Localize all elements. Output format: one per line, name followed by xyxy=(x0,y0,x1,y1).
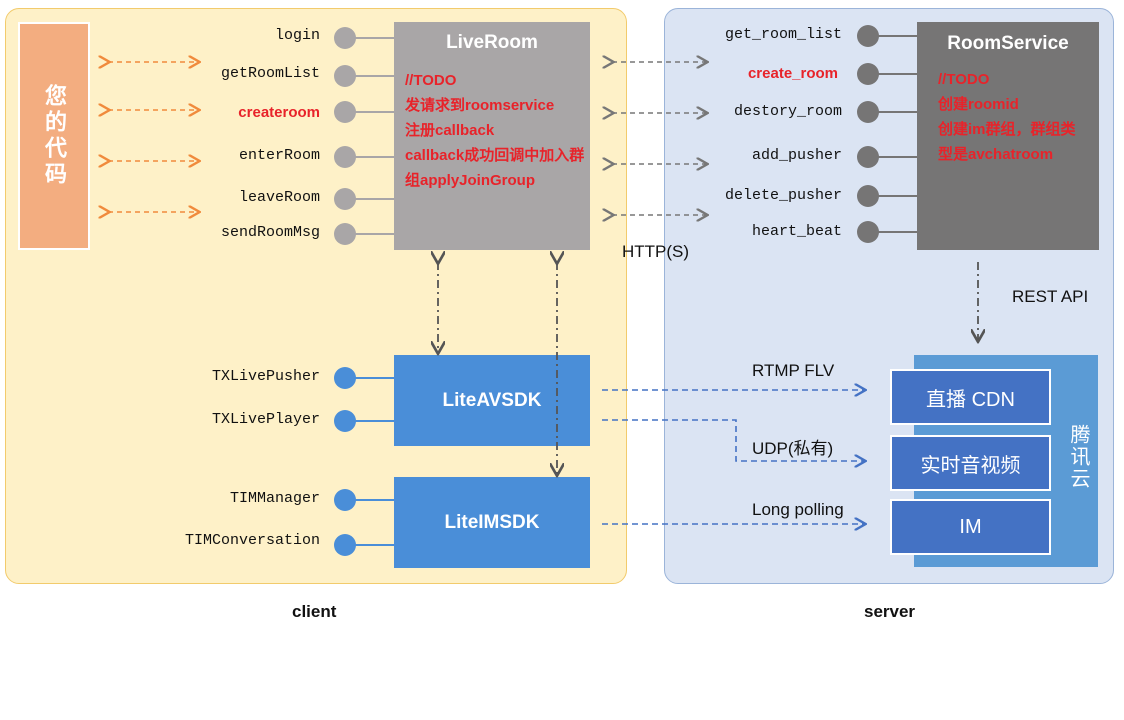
cloud-arrows xyxy=(602,390,864,524)
connector xyxy=(877,111,917,113)
connector xyxy=(877,195,917,197)
method-get-room-list: get_room_list xyxy=(724,26,842,43)
connector xyxy=(877,35,917,37)
liveroom-todo-line: 发请求到roomservice xyxy=(405,97,555,114)
liteimsdk-box: LiteIMSDK xyxy=(394,477,590,568)
port-dot xyxy=(334,65,356,87)
connector xyxy=(354,420,394,422)
method-createroom: createroom xyxy=(238,104,320,121)
connector xyxy=(877,156,917,158)
connector xyxy=(354,198,394,200)
rest-api-label: REST API xyxy=(1012,287,1089,306)
roomservice-todo-line: 创建roomid xyxy=(938,96,1019,113)
method-enterroom: enterRoom xyxy=(238,147,320,164)
liveroom-todo-line: 注册callback xyxy=(405,122,495,139)
roomservice-todo-line: 创建im群组，群组类 xyxy=(938,121,1076,138)
method-txliveplayer: TXLivePlayer xyxy=(211,411,320,428)
connector xyxy=(354,544,394,546)
method-txlivepusher: TXLivePusher xyxy=(211,368,320,385)
roomservice-box: RoomService //TODO 创建roomid 创建im群组，群组类 型… xyxy=(917,22,1099,250)
roomservice-title: RoomService xyxy=(947,33,1069,54)
port-dot xyxy=(334,534,356,556)
http-label: HTTP(S) xyxy=(622,242,690,261)
method-destory-room: destory_room xyxy=(733,103,842,120)
long-polling-label: Long polling xyxy=(752,500,844,519)
port-dot xyxy=(334,223,356,245)
method-leaveroom: leaveRoom xyxy=(238,189,320,206)
connector xyxy=(354,111,394,113)
port-dot xyxy=(857,25,879,47)
connector xyxy=(354,37,394,39)
port-dot xyxy=(857,63,879,85)
liveroom-todo-line: callback成功回调中加入群 xyxy=(405,147,585,164)
orange-arrows xyxy=(108,62,198,212)
client-label: client xyxy=(292,602,337,621)
connector xyxy=(877,73,917,75)
rtmp-label: RTMP FLV xyxy=(752,361,835,380)
liveroom-todo-line: 组applyJoinGroup xyxy=(405,172,536,189)
sdk-arrows xyxy=(438,262,557,474)
cloud-trtc: 实时音视频 xyxy=(890,435,1051,491)
connector xyxy=(354,499,394,501)
port-dot xyxy=(857,146,879,168)
method-create-room: create_room xyxy=(747,65,838,82)
connector xyxy=(354,156,394,158)
method-login: login xyxy=(274,27,320,44)
connector xyxy=(354,377,394,379)
roomservice-todo-line: 型是avchatroom xyxy=(938,146,1054,163)
port-dot xyxy=(334,410,356,432)
cloud-im: IM xyxy=(890,499,1051,555)
liveroom-title: LiveRoom xyxy=(446,32,538,53)
tencent-cloud-label: 腾讯云 xyxy=(1067,424,1089,490)
method-add-pusher: add_pusher xyxy=(751,147,842,164)
port-dot xyxy=(334,101,356,123)
method-delete-pusher: delete_pusher xyxy=(724,187,842,204)
http-arrows xyxy=(612,62,706,215)
server-label: server xyxy=(864,602,916,621)
your-code-box: 您的代码 xyxy=(18,22,90,250)
connector xyxy=(354,233,394,235)
port-dot xyxy=(857,221,879,243)
liveroom-box: LiveRoom //TODO 发请求到roomservice 注册callba… xyxy=(394,22,590,250)
udp-label: UDP(私有) xyxy=(752,439,834,458)
roomservice-todo-line: //TODO xyxy=(938,71,990,88)
port-dot xyxy=(334,367,356,389)
port-dot xyxy=(857,185,879,207)
cloud-live-cdn: 直播 CDN xyxy=(890,369,1051,425)
connector xyxy=(354,75,394,77)
arrow-udp xyxy=(602,419,864,461)
method-getroomlist: getRoomList xyxy=(220,65,320,82)
port-dot xyxy=(334,27,356,49)
method-heart-beat: heart_beat xyxy=(751,223,842,240)
method-sendroommsg: sendRoomMsg xyxy=(220,224,320,241)
method-timconversation: TIMConversation xyxy=(184,532,320,549)
port-dot xyxy=(334,188,356,210)
connector xyxy=(877,231,917,233)
port-dot xyxy=(334,489,356,511)
port-dot xyxy=(334,146,356,168)
liveroom-todo-line: //TODO xyxy=(405,72,457,89)
method-timmanager: TIMManager xyxy=(229,490,320,507)
port-dot xyxy=(857,101,879,123)
